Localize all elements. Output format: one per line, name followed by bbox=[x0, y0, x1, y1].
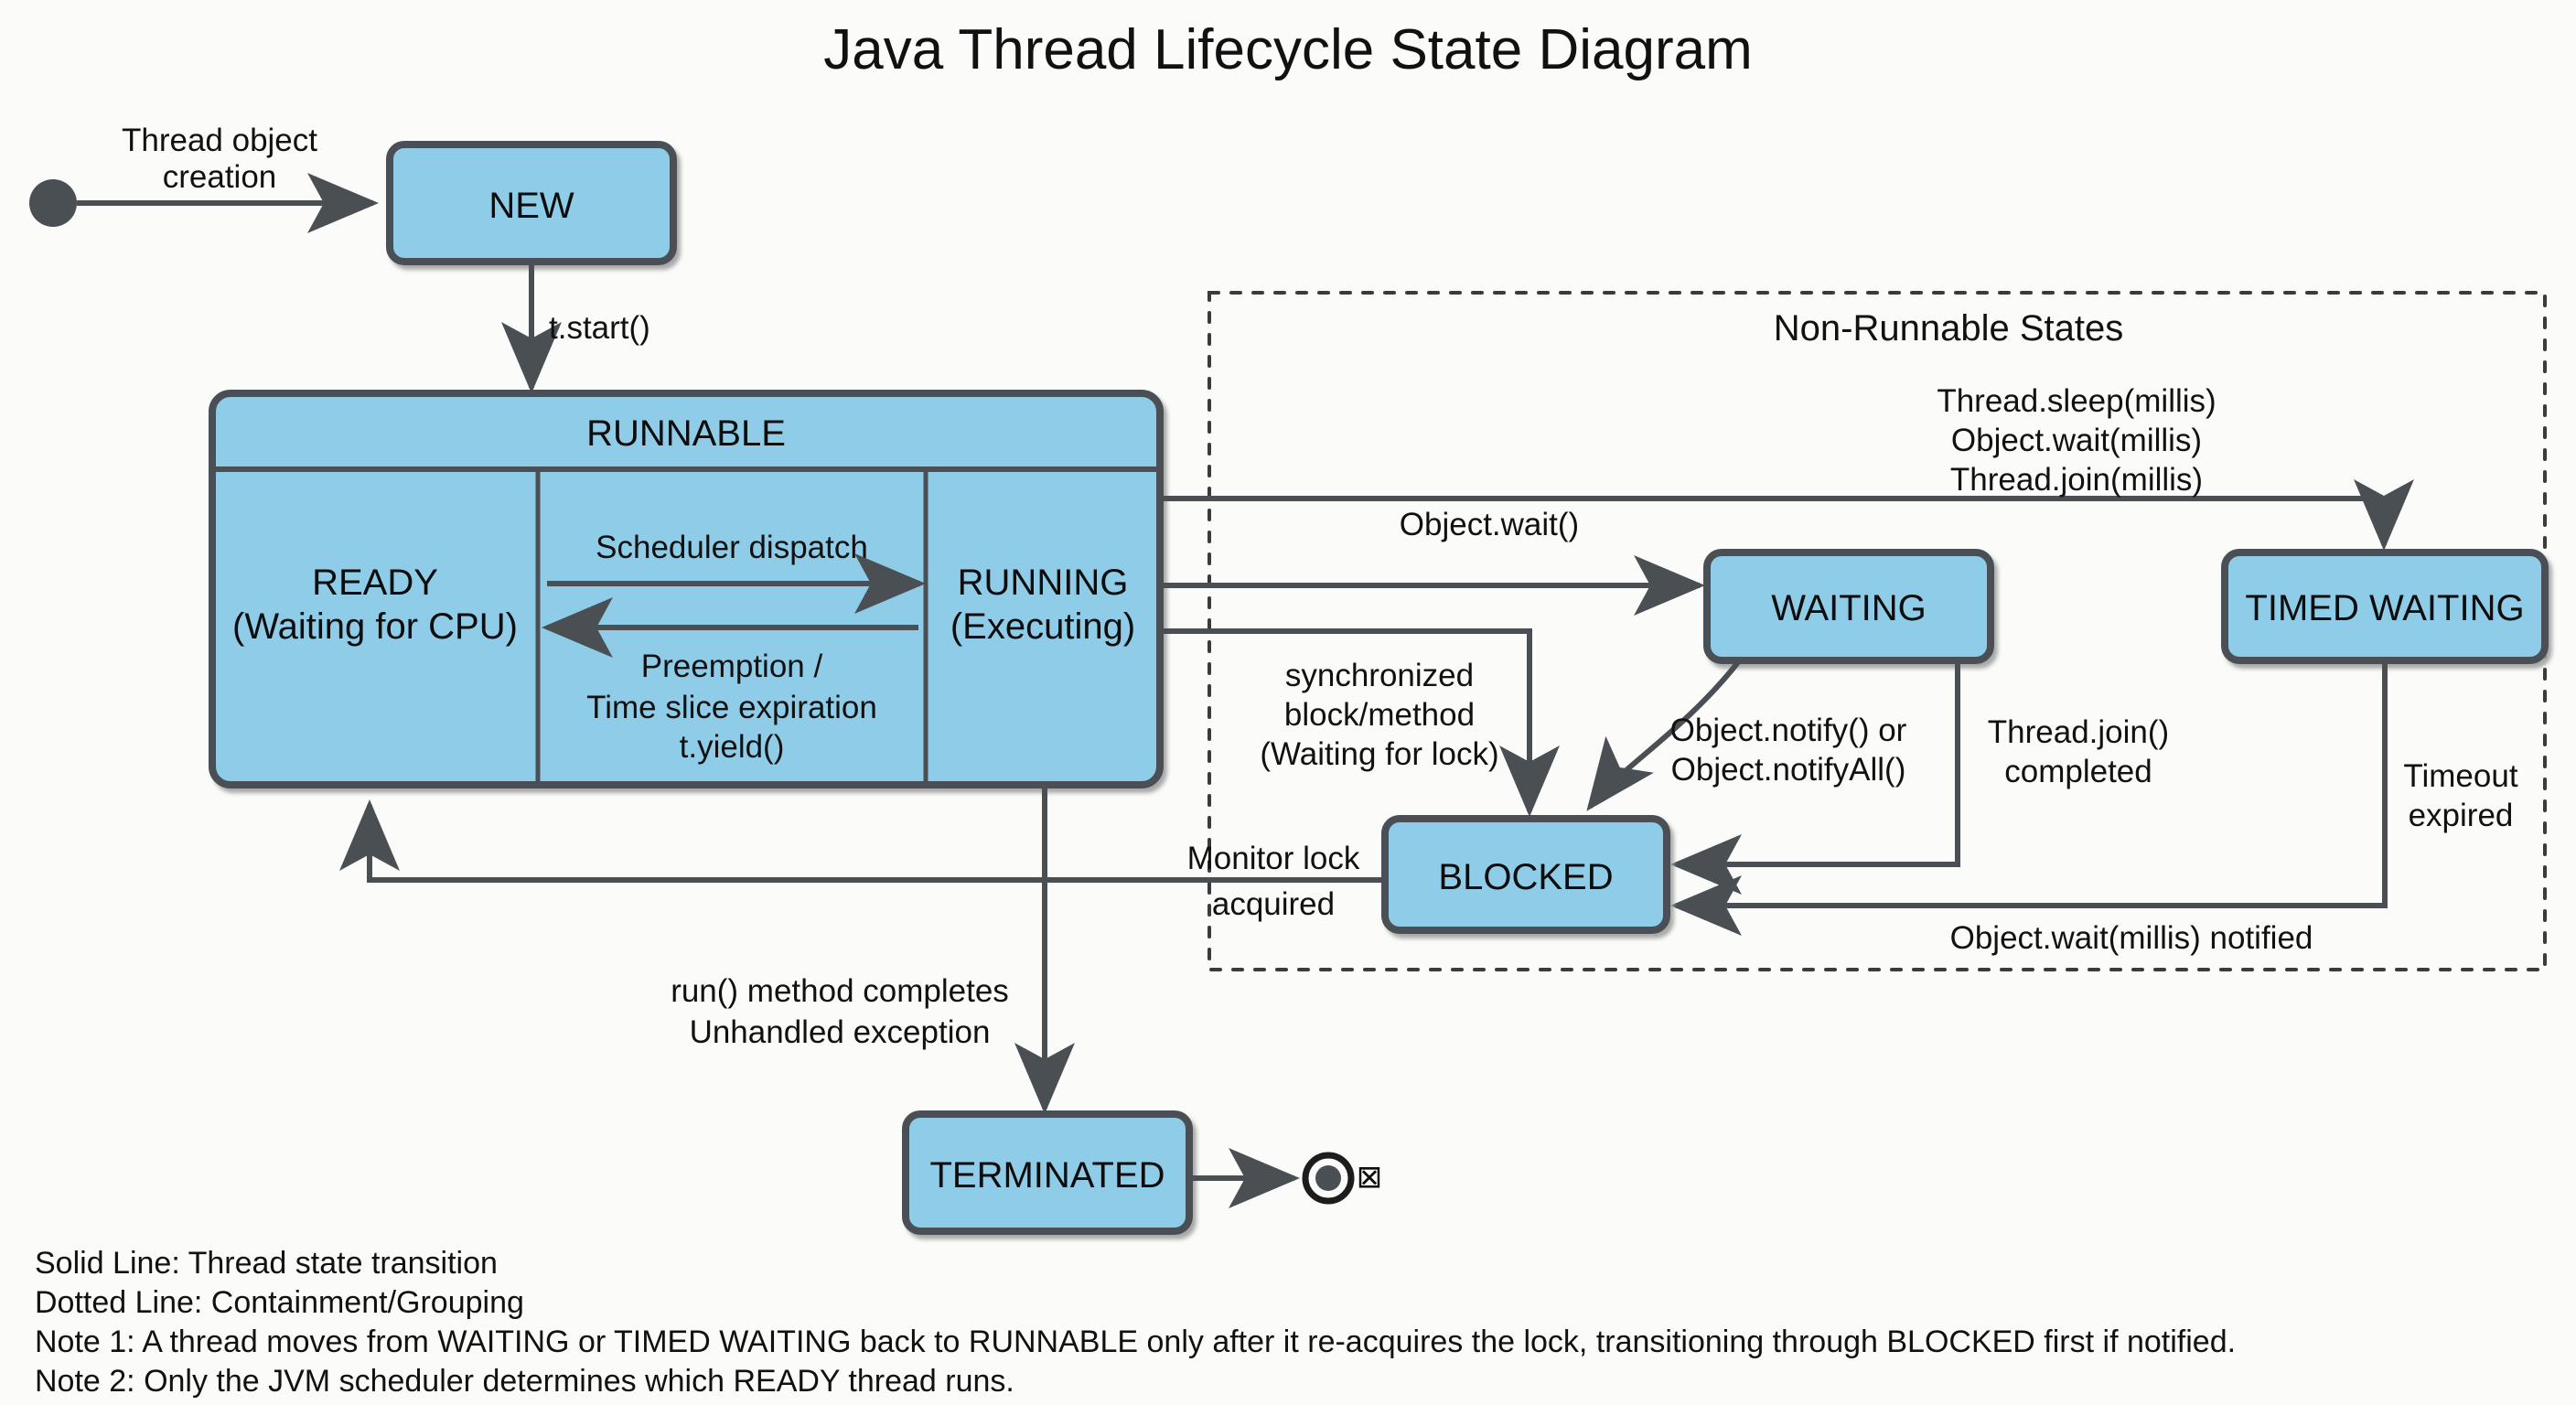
edge-label-timed-2: Object.wait(millis) bbox=[1951, 423, 2202, 458]
state-blocked-box[interactable] bbox=[1381, 815, 1670, 934]
edge-waiting-join-to-blocked bbox=[1670, 662, 1960, 895]
edge-label-timeout-1: Timeout bbox=[2403, 758, 2517, 794]
initial-state-marker bbox=[29, 179, 77, 227]
substate-ready-label: READY bbox=[312, 563, 438, 603]
non-runnable-group-title: Non-Runnable States bbox=[1774, 308, 2123, 349]
edge-timed-waiting-to-blocked bbox=[1670, 662, 2388, 936]
edge-running-to-blocked bbox=[1160, 628, 1560, 817]
substate-running-sublabel: (Executing) bbox=[950, 606, 1135, 647]
state-waiting[interactable]: WAITING bbox=[1703, 549, 1994, 664]
edge-running-to-timed-waiting bbox=[1160, 479, 2414, 551]
legend-line-solid: Solid Line: Thread state transition bbox=[35, 1246, 498, 1281]
substate-running-label: RUNNING bbox=[958, 563, 1129, 603]
edge-label-timed-1: Thread.sleep(millis) bbox=[1937, 383, 2216, 419]
missing-glyph-icon: ⊠ bbox=[1357, 1160, 1383, 1195]
page-title: Java Thread Lifecycle State Diagram bbox=[823, 18, 1752, 81]
state-blocked-label: BLOCKED bbox=[1438, 857, 1613, 897]
legend-line-dotted: Dotted Line: Containment/Grouping bbox=[35, 1285, 524, 1320]
state-waiting-label: WAITING bbox=[1771, 588, 1927, 628]
state-terminated[interactable]: TERMINATED bbox=[902, 1110, 1193, 1235]
edge-label-monitor-1: Monitor lock bbox=[1187, 841, 1360, 876]
state-timed-waiting-box[interactable] bbox=[2221, 549, 2549, 664]
edge-label-preemption-3: t.yield() bbox=[680, 729, 785, 765]
state-terminated-box[interactable] bbox=[902, 1110, 1193, 1235]
substate-ready-sublabel: (Waiting for CPU) bbox=[232, 606, 518, 647]
edge-waiting-to-blocked bbox=[1586, 660, 1741, 811]
state-waiting-box[interactable] bbox=[1703, 549, 1994, 664]
edge-label-start: t.start() bbox=[549, 310, 650, 346]
edge-label-run-complete-2: Unhandled exception bbox=[690, 1014, 991, 1050]
edge-label-timeout-2: expired bbox=[2409, 798, 2514, 833]
edge-label-wait-millis-notified: Object.wait(millis) notified bbox=[1950, 920, 2313, 956]
state-runnable-box[interactable] bbox=[209, 390, 1164, 788]
state-timed-waiting-label: TIMED WAITING bbox=[2245, 588, 2524, 628]
edge-label-preemption-2: Time slice expiration bbox=[586, 690, 877, 725]
state-timed-waiting[interactable]: TIMED WAITING bbox=[2221, 549, 2549, 664]
edge-label-preemption-1: Preemption / bbox=[641, 649, 823, 684]
edge-label-join-2: completed bbox=[2004, 754, 2152, 789]
state-runnable[interactable]: RUNNABLE READY (Waiting for CPU) RUNNING… bbox=[209, 390, 1164, 788]
edge-label-run-complete-1: run() method completes bbox=[671, 973, 1009, 1009]
state-blocked[interactable]: BLOCKED bbox=[1381, 815, 1670, 934]
edge-label-sync-1: synchronized bbox=[1285, 658, 1474, 693]
edge-label-sync-3: (Waiting for lock) bbox=[1260, 736, 1498, 772]
final-state-marker bbox=[1302, 1152, 1355, 1205]
legend-note-1: Note 1: A thread moves from WAITING or T… bbox=[35, 1325, 2236, 1359]
edge-label-join-1: Thread.join() bbox=[1988, 714, 2169, 750]
edge-label-notify-1: Object.notify() or bbox=[1670, 713, 1907, 748]
edge-label-timed-3: Thread.join(millis) bbox=[1950, 462, 2203, 498]
edge-label-notify-2: Object.notifyAll() bbox=[1671, 752, 1906, 788]
edge-label-object-wait: Object.wait() bbox=[1400, 507, 1579, 542]
edge-label-creation-1: Thread object bbox=[122, 123, 317, 158]
state-new[interactable]: NEW bbox=[386, 141, 677, 265]
state-new-box[interactable] bbox=[386, 141, 677, 265]
edge-label-creation-2: creation bbox=[163, 159, 277, 195]
state-terminated-label: TERMINATED bbox=[929, 1155, 1165, 1196]
state-new-label: NEW bbox=[488, 186, 574, 226]
edge-label-scheduler-dispatch: Scheduler dispatch bbox=[596, 530, 868, 565]
legend-note-2: Note 2: Only the JVM scheduler determine… bbox=[35, 1364, 1014, 1399]
state-runnable-label: RUNNABLE bbox=[586, 413, 786, 454]
edge-label-sync-2: block/method bbox=[1284, 697, 1475, 733]
edge-label-monitor-2: acquired bbox=[1212, 886, 1335, 922]
